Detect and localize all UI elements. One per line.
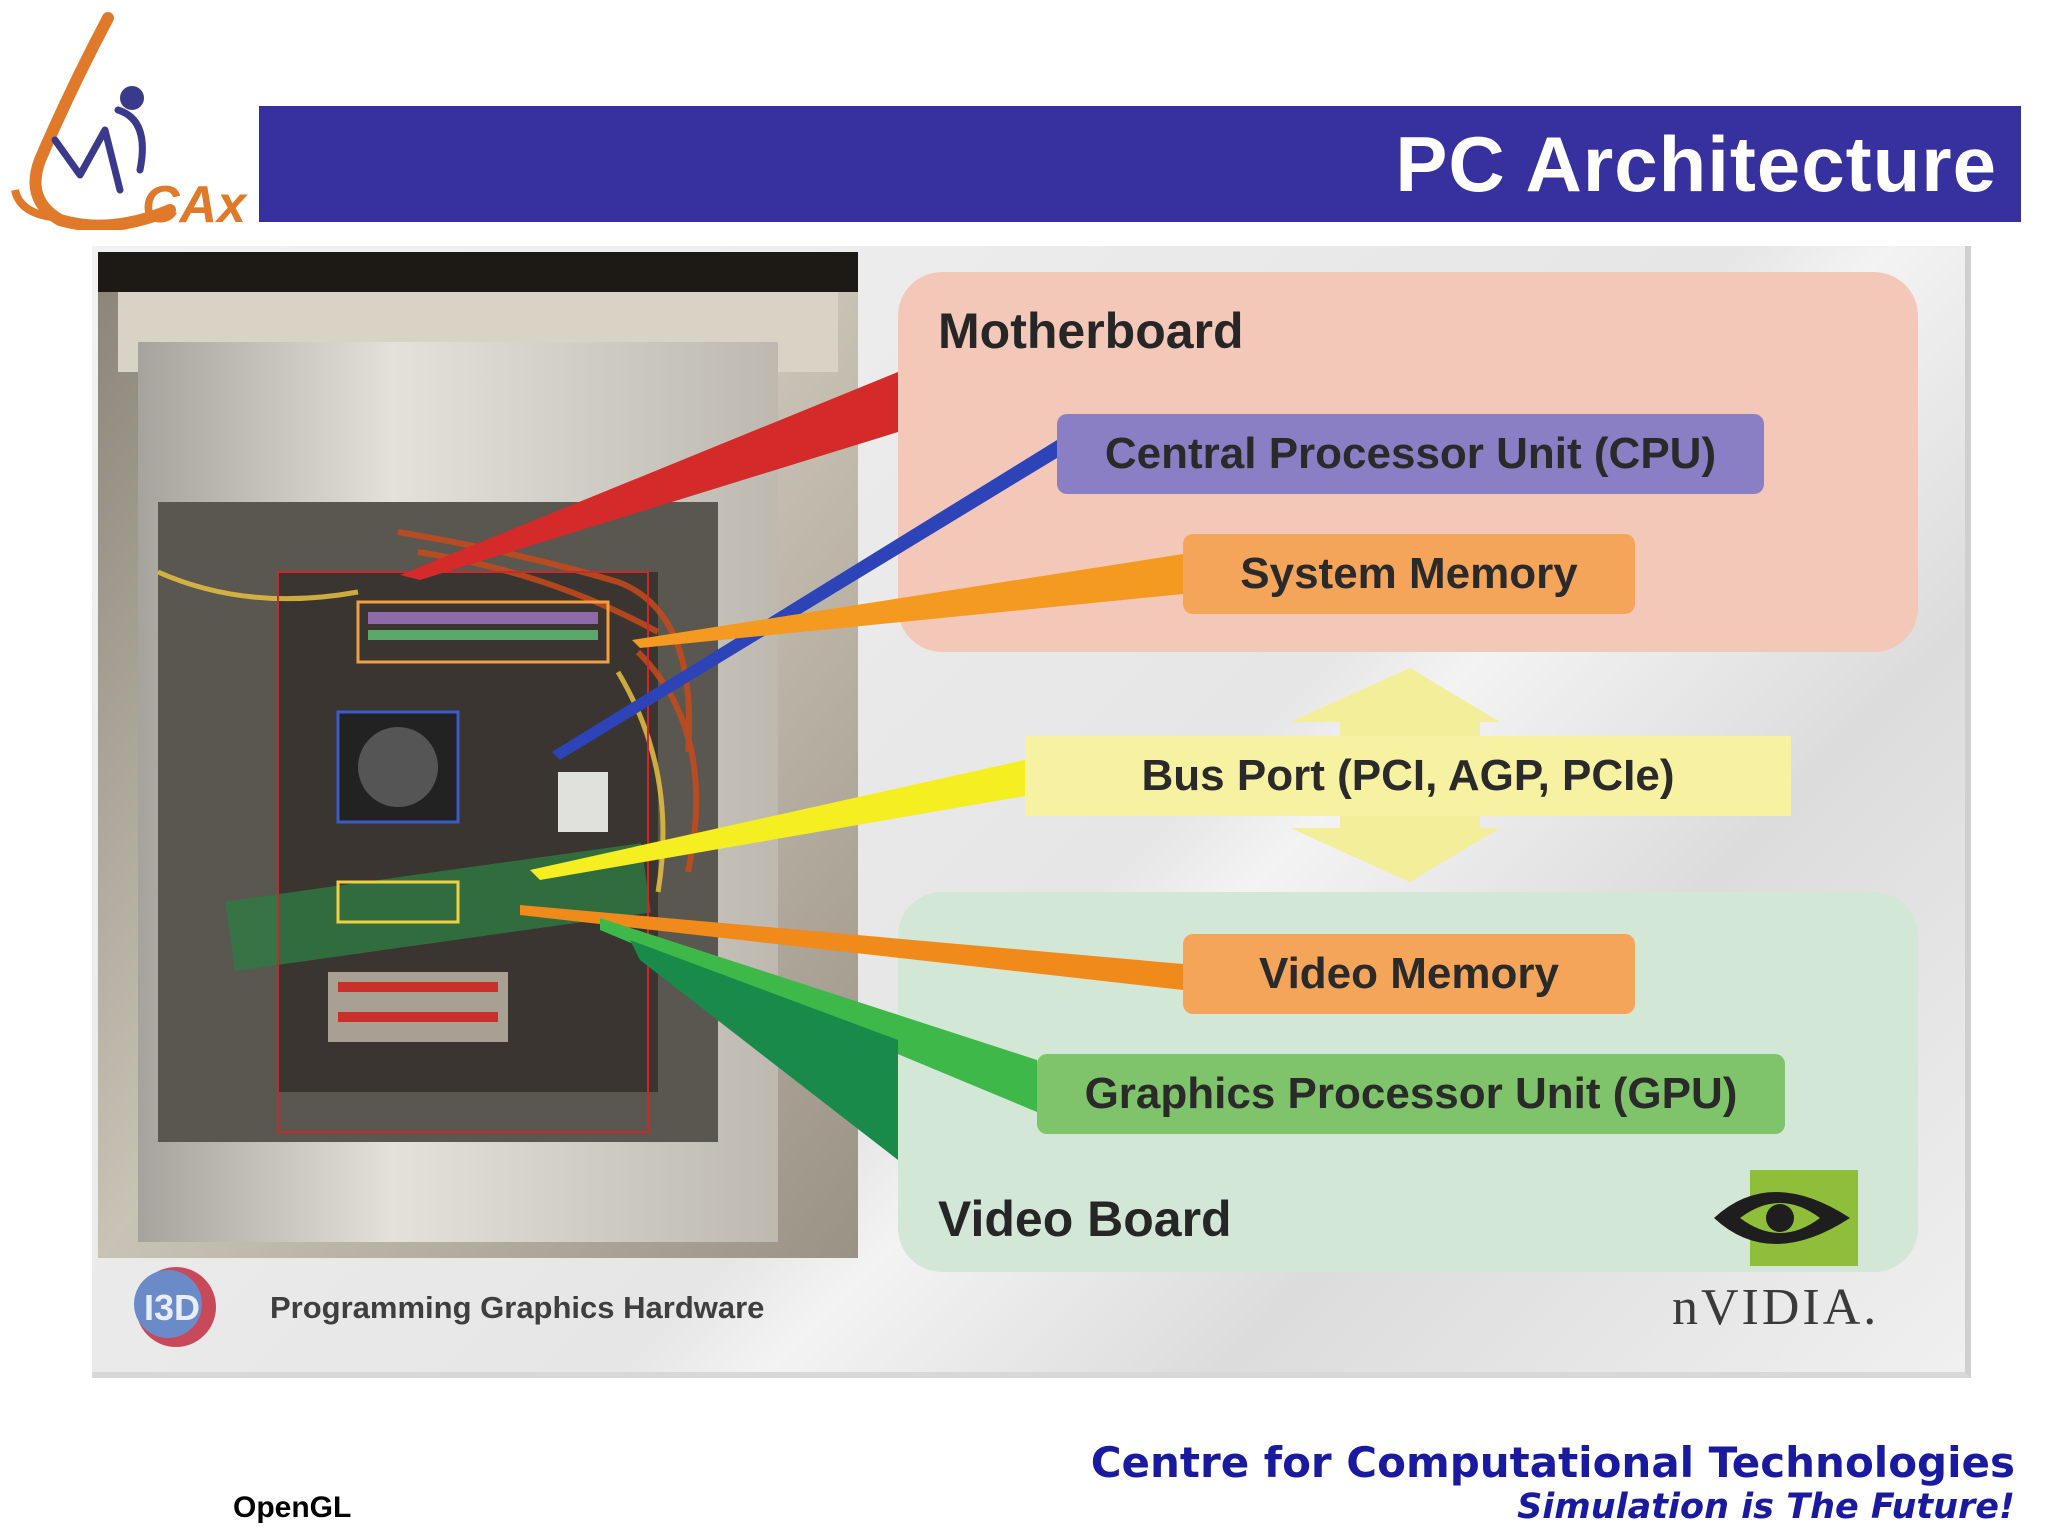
gpu-box: Graphics Processor Unit (GPU) xyxy=(1037,1054,1785,1134)
nvidia-eye-icon xyxy=(1714,1170,1858,1266)
page-title: PC Architecture xyxy=(1395,119,1997,208)
footer-organization: Centre for Computational Technologies xyxy=(1090,1438,2015,1487)
bus-port-box: Bus Port (PCI, AGP, PCIe) xyxy=(1025,736,1791,816)
footer-opengl-label: OpenGL xyxy=(233,1491,352,1524)
i3d-logo: I3D xyxy=(134,1267,216,1347)
nvidia-wordmark: nVIDIA. xyxy=(1672,1279,1880,1336)
video-board-label: Video Board xyxy=(938,1191,1232,1247)
slide-caption: Programming Graphics Hardware xyxy=(270,1290,765,1325)
logo-text: CAx xyxy=(142,176,248,230)
motherboard-label: Motherboard xyxy=(938,303,1244,359)
video-memory-box: Video Memory xyxy=(1183,934,1635,1014)
i3d-logo-text: I3D xyxy=(144,1287,200,1328)
pc-case-photo xyxy=(98,252,858,1258)
footer-tagline: Simulation is The Future! xyxy=(1517,1487,2015,1527)
cpu-box: Central Processor Unit (CPU) xyxy=(1057,414,1764,494)
title-bar: PC Architecture xyxy=(259,106,2021,222)
cax-logo: CAx xyxy=(11,12,248,230)
system-memory-box: System Memory xyxy=(1183,534,1635,614)
